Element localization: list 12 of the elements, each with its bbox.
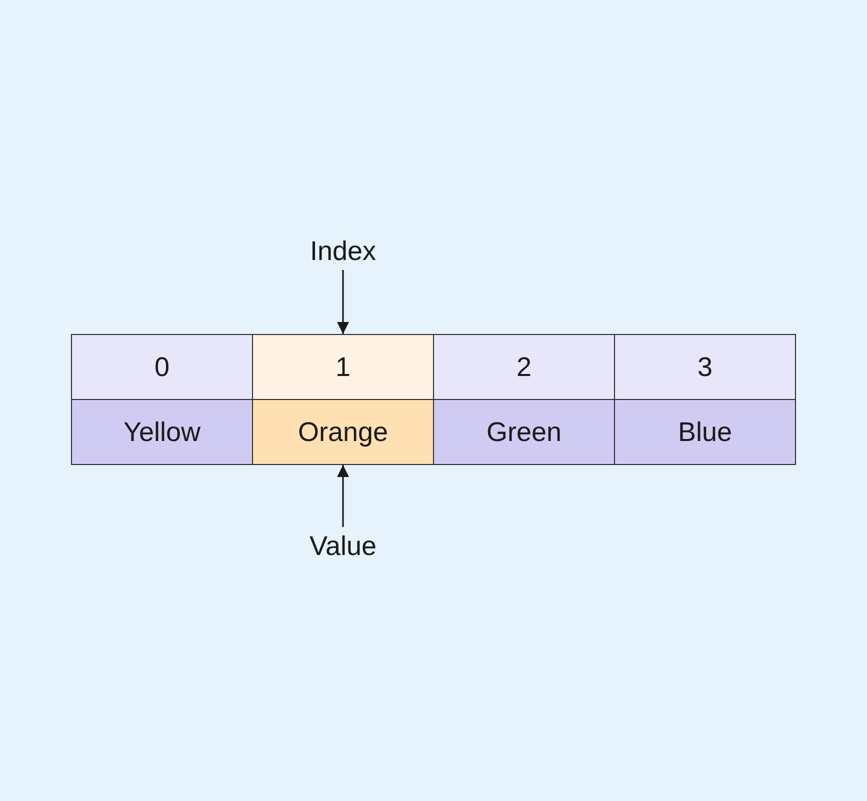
- array-cell: Blue: [614, 399, 796, 465]
- array-cell: 2: [433, 334, 615, 400]
- array-cell: Yellow: [71, 399, 253, 465]
- array-cell: Orange: [252, 399, 434, 465]
- leader-arrow: [337, 465, 349, 527]
- array-cell: 1: [252, 334, 434, 400]
- array-cell: 3: [614, 334, 796, 400]
- leader-arrow: [337, 270, 349, 334]
- array-cell: 0: [71, 334, 253, 400]
- callout-label: Value: [283, 527, 403, 565]
- callout-label: Index: [283, 232, 403, 270]
- array-cell: Green: [433, 399, 615, 465]
